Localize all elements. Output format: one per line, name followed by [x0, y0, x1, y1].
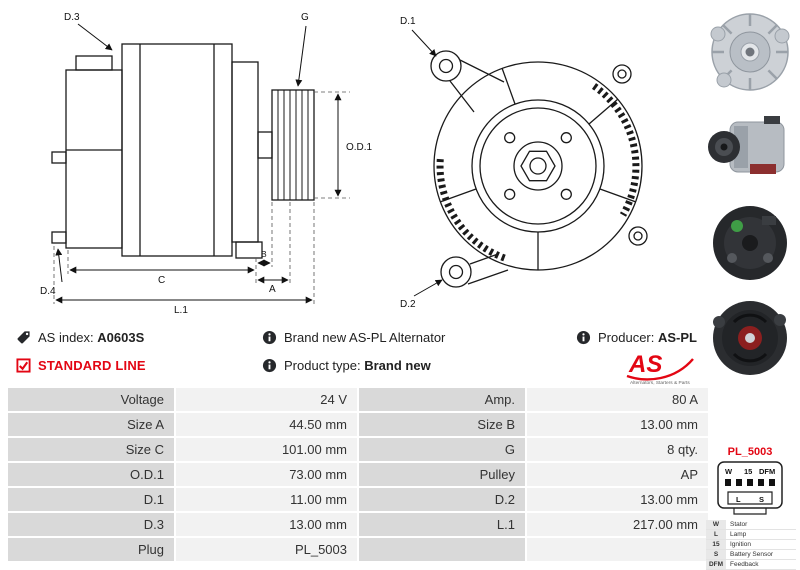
spec-value: 13.00 mm — [176, 513, 357, 536]
plug-pin-w: W — [725, 467, 733, 476]
spec-label: D.3 — [8, 513, 174, 536]
spec-label: Amp. — [359, 388, 525, 411]
dim-label-g: G — [301, 12, 309, 23]
spec-label: D.1 — [8, 488, 174, 511]
front-view-drawing: D.1 D.2 — [400, 16, 648, 310]
dim-label-c: C — [158, 275, 165, 286]
product-type: Product type: Brand new — [262, 358, 431, 373]
spec-label: Size A — [8, 413, 174, 436]
spec-value: 101.00 mm — [176, 438, 357, 461]
dim-label-d3: D.3 — [64, 12, 80, 23]
plug-pin-l: L — [736, 495, 741, 504]
as-index-text: AS index: A0603S — [38, 330, 145, 345]
spec-value: AP — [527, 463, 708, 486]
plug-legend-row: L Lamp — [706, 530, 796, 540]
spec-value: 13.00 mm — [527, 488, 708, 511]
spec-label: Size C — [8, 438, 174, 461]
checkbox-icon — [16, 358, 31, 373]
spec-label: Voltage — [8, 388, 174, 411]
spec-table: Voltage 24 V Amp. 80 A Size A 44.50 mm S… — [8, 388, 708, 561]
plug-legend-row: 15 Ignition — [706, 540, 796, 550]
spec-label: Pulley — [359, 463, 525, 486]
logo-text: AS — [628, 351, 662, 378]
info-icon — [262, 330, 277, 345]
product-photos-column: PL_5003 W 15 DFM L S W Stator L Lamp 15 … — [704, 0, 796, 570]
spec-value: 217.00 mm — [527, 513, 708, 536]
logo-tagline: Alternators, Starters & Parts — [630, 380, 690, 386]
plug-pin-dfm: DFM — [759, 467, 775, 476]
product-photo-side — [708, 116, 785, 174]
front-leaders — [411, 29, 443, 297]
rim-ribs — [436, 83, 640, 262]
alternator-side-body — [51, 43, 315, 259]
spec-value: 11.00 mm — [176, 488, 357, 511]
extension-lines — [53, 91, 350, 304]
tag-icon — [17, 331, 30, 344]
product-type-text: Product type: Brand new — [284, 358, 431, 373]
spec-value: 13.00 mm — [527, 413, 708, 436]
plug-legend: W Stator L Lamp 15 Ignition S Battery Se… — [706, 520, 796, 570]
dimension-lines — [55, 23, 342, 304]
alternator-front-body — [430, 50, 648, 288]
dim-label-b: B — [261, 249, 267, 259]
side-view-drawing: D.3 D.4 G O.D.1 C B A L.1 — [40, 12, 373, 316]
dim-label-l1: L.1 — [174, 305, 188, 316]
dim-label-d4: D.4 — [40, 286, 56, 297]
producer: Producer: AS-PL — [576, 330, 697, 345]
spec-value: PL_5003 — [176, 538, 357, 561]
product-photo-front — [710, 13, 790, 91]
plug-name: PL_5003 — [727, 446, 773, 458]
as-pl-logo: AS Alternators, Starters & Parts — [623, 350, 697, 391]
spec-value: 73.00 mm — [176, 463, 357, 486]
as-pl-logo-graphic: AS Alternators, Starters & Parts — [626, 351, 694, 386]
plug-diagram: W 15 DFM L S — [717, 461, 783, 515]
product-photo-rear — [713, 206, 787, 280]
spec-label: Plug — [8, 538, 174, 561]
standard-line: STANDARD LINE — [16, 358, 146, 373]
as-index: AS index: A0603S — [16, 330, 144, 345]
spec-label: L.1 — [359, 513, 525, 536]
info-icon — [576, 330, 591, 345]
brand-new-info: Brand new AS-PL Alternator — [262, 330, 445, 345]
spec-value: 44.50 mm — [176, 413, 357, 436]
info-icon — [262, 358, 277, 373]
spec-value — [527, 538, 708, 561]
spec-label: Size B — [359, 413, 525, 436]
dim-label-od1: O.D.1 — [346, 142, 373, 153]
producer-text: Producer: AS-PL — [598, 330, 697, 345]
spec-value: 8 qty. — [527, 438, 708, 461]
product-info-section: AS index: A0603S STANDARD LINE Brand new… — [0, 326, 705, 386]
spec-label — [359, 538, 525, 561]
standard-line-text: STANDARD LINE — [38, 358, 146, 373]
plug-legend-row: S Battery Sensor — [706, 550, 796, 560]
dim-label-d1: D.1 — [400, 16, 416, 27]
plug-pin-15: 15 — [744, 467, 752, 476]
dim-label-d2: D.2 — [400, 299, 416, 310]
spec-value: 80 A — [527, 388, 708, 411]
plug-pin-s: S — [759, 495, 764, 504]
spec-value: 24 V — [176, 388, 357, 411]
brand-new-text: Brand new AS-PL Alternator — [284, 330, 446, 345]
spec-label: D.2 — [359, 488, 525, 511]
spec-label: G — [359, 438, 525, 461]
spec-label: O.D.1 — [8, 463, 174, 486]
plug-legend-row: W Stator — [706, 520, 796, 530]
dim-label-a: A — [269, 284, 276, 295]
product-photo-angled — [713, 301, 787, 375]
